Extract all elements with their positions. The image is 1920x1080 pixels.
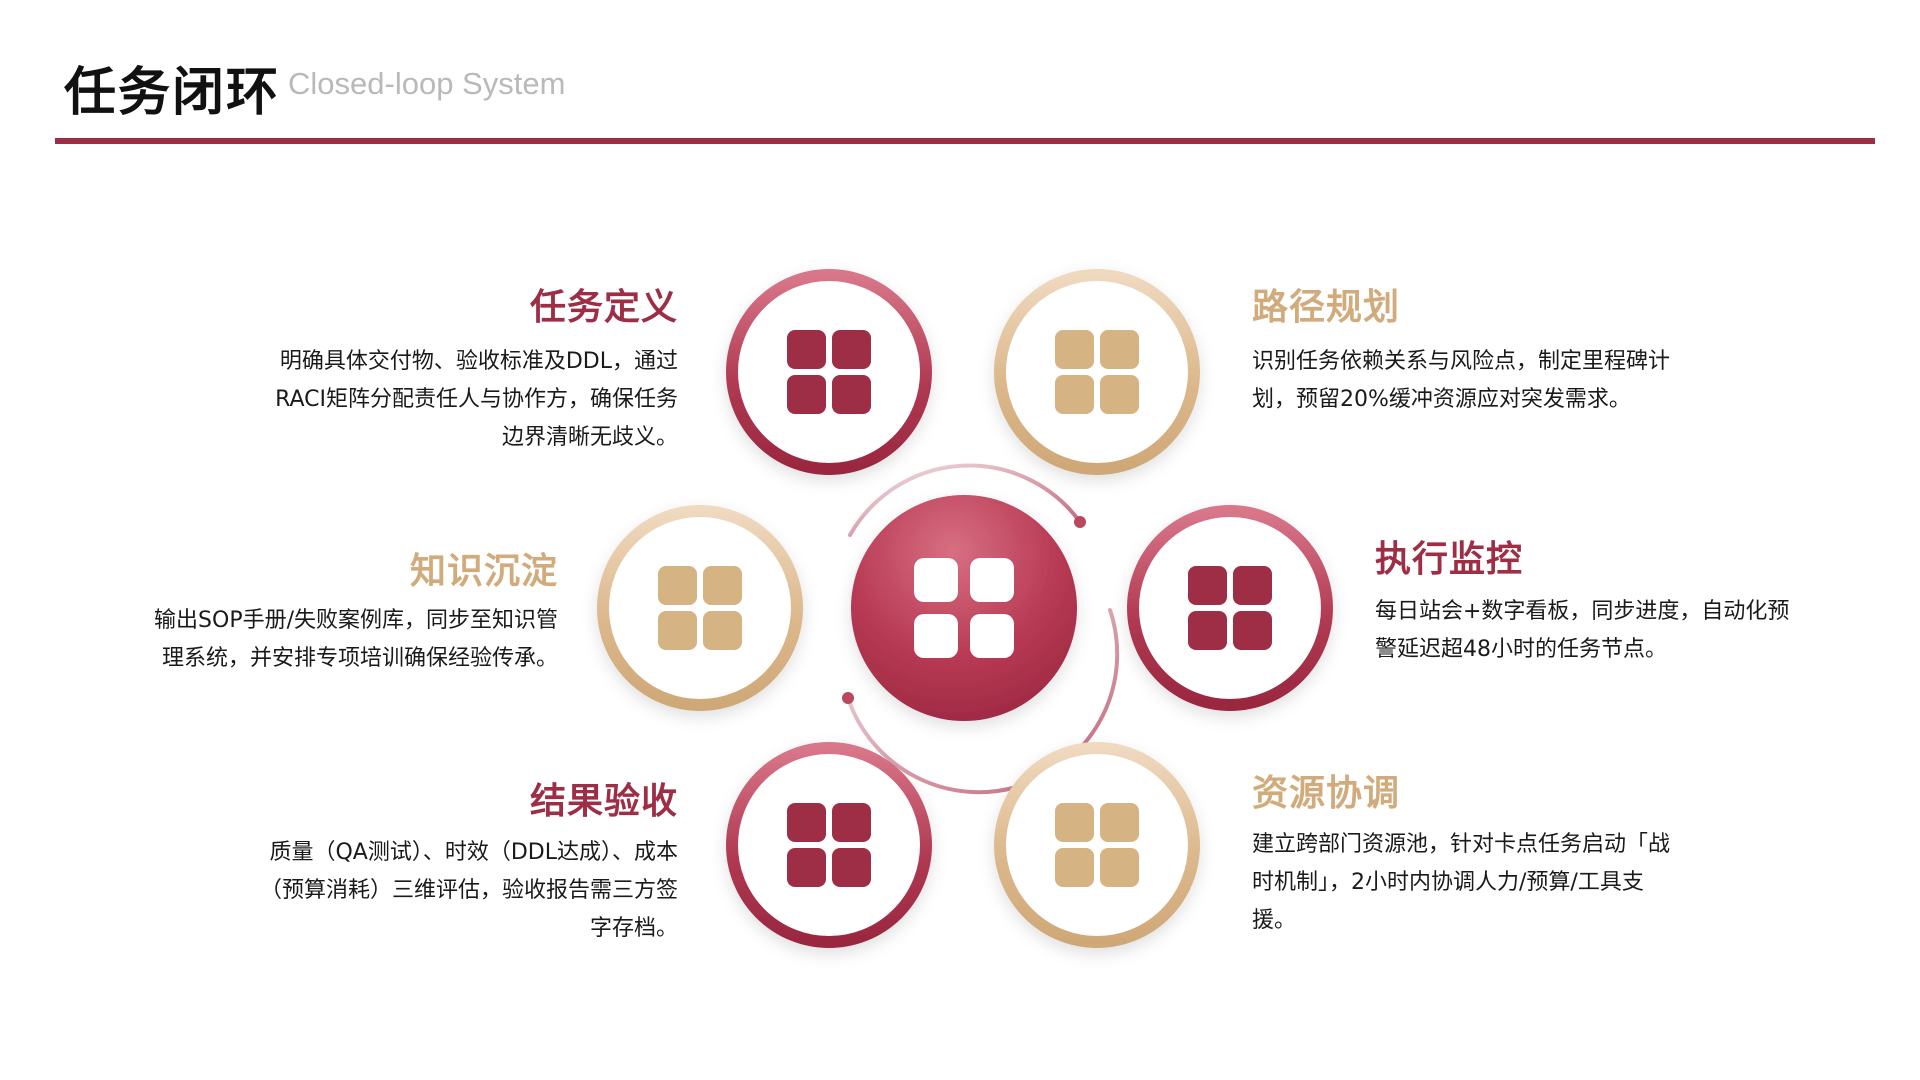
node-resources bbox=[994, 742, 1200, 948]
grid-icon bbox=[787, 330, 871, 414]
loop-arc-dot-top bbox=[1074, 516, 1086, 528]
item-body-acceptance: 质量（QA测试）、时效（DDL达成）、成本（预算消耗）三维评估，验收报告需三方签… bbox=[259, 840, 678, 941]
grid-icon bbox=[914, 558, 1014, 658]
node-acceptance bbox=[726, 742, 932, 948]
item-title-knowledge: 知识沉淀 bbox=[409, 551, 558, 592]
item-title-resources: 资源协调 bbox=[1252, 773, 1401, 814]
item-title-monitoring: 执行监控 bbox=[1375, 539, 1524, 580]
grid-icon bbox=[1055, 330, 1139, 414]
item-title-task-definition: 任务定义 bbox=[529, 287, 678, 328]
grid-icon bbox=[787, 803, 871, 887]
item-title-acceptance: 结果验收 bbox=[529, 781, 678, 822]
item-body-path-planning: 识别任务依赖关系与风险点，制定里程碑计划，预留20%缓冲资源应对突发需求。 bbox=[1252, 349, 1671, 412]
item-body-task-definition: 明确具体交付物、验收标准及DDL，通过RACI矩阵分配责任人与协作方，确保任务边… bbox=[275, 349, 678, 450]
grid-icon bbox=[1188, 566, 1272, 650]
center-node bbox=[851, 495, 1077, 721]
item-body-knowledge: 输出SOP手册/失败案例库，同步至知识管理系统，并安排专项培训确保经验传承。 bbox=[154, 608, 558, 671]
page-title: 任务闭环 bbox=[64, 63, 281, 123]
node-path-planning bbox=[994, 269, 1200, 475]
grid-icon bbox=[1055, 803, 1139, 887]
node-knowledge bbox=[597, 505, 803, 711]
grid-icon bbox=[658, 566, 742, 650]
page-subtitle: Closed-loop System bbox=[288, 66, 566, 101]
item-body-resources: 建立跨部门资源池，针对卡点任务启动「战时机制」，2小时内协调人力/预算/工具支援… bbox=[1252, 832, 1671, 933]
loop-arc-dot-bottom bbox=[842, 692, 854, 704]
header-divider bbox=[55, 138, 1875, 144]
item-title-path-planning: 路径规划 bbox=[1252, 287, 1401, 328]
item-body-monitoring: 每日站会+数字看板，同步进度，自动化预警延迟超48小时的任务节点。 bbox=[1375, 599, 1790, 662]
loop-arc-top bbox=[848, 463, 1082, 537]
node-monitoring bbox=[1127, 505, 1333, 711]
node-task-definition bbox=[726, 269, 932, 475]
